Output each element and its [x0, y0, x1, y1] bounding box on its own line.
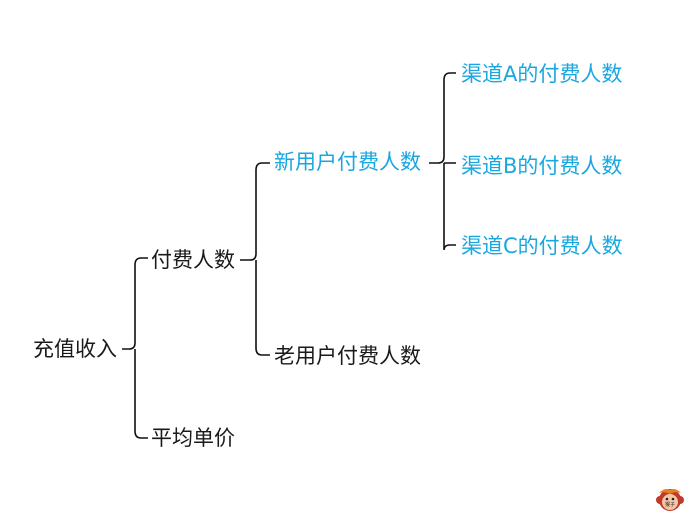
connector-new-users [429, 72, 456, 251]
node-paying-users: 付费人数 [151, 248, 235, 272]
node-avg-price: 平均单价 [151, 426, 235, 450]
logo-caption: 猴子 [664, 502, 675, 508]
monkey-face-icon [656, 489, 684, 511]
connector-root [122, 257, 148, 439]
connector-paying-users [240, 162, 270, 356]
node-channel-b: 渠道B的付费人数 [461, 154, 623, 178]
node-new-users: 新用户付费人数 [274, 150, 421, 174]
node-channel-c: 渠道C的付费人数 [461, 234, 623, 258]
monkey-logo: 猴子 [655, 486, 685, 516]
root-node: 充值收入 [33, 337, 117, 361]
node-old-users: 老用户付费人数 [274, 344, 421, 368]
node-channel-a: 渠道A的付费人数 [461, 62, 623, 86]
